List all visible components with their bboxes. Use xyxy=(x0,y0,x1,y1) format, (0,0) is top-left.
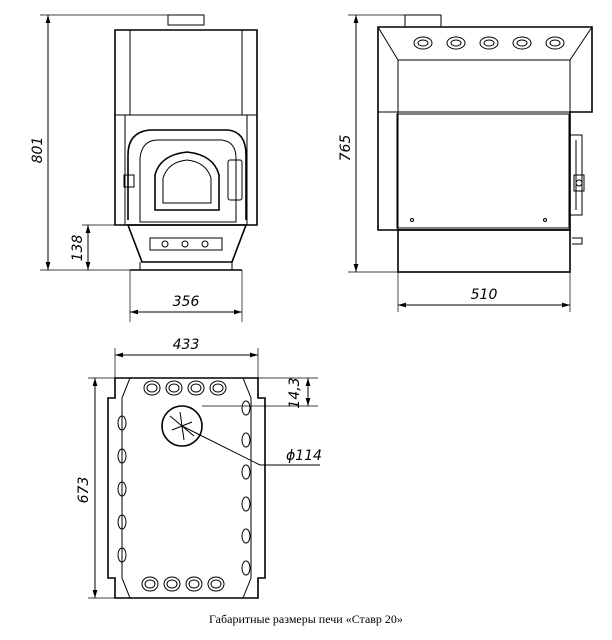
drawing-caption: Габаритные размеры печи «Ставр 20» xyxy=(209,612,403,626)
side-height-label: 765 xyxy=(338,135,354,162)
top-width-label: 433 xyxy=(173,337,200,353)
top-holes-right xyxy=(241,400,251,576)
side-holes xyxy=(413,36,565,50)
top-holes-front xyxy=(143,380,227,396)
top-holes-back xyxy=(141,576,225,592)
flue-circle xyxy=(161,405,203,447)
front-dimensions: 801 138 356 xyxy=(30,14,243,322)
top-offset-label: 14,3 xyxy=(287,377,303,408)
top-dimensions: 433 673 14,3 ϕ114 xyxy=(76,337,322,599)
top-depth-label: 673 xyxy=(76,477,92,504)
side-view xyxy=(377,14,593,273)
top-view xyxy=(107,377,266,599)
side-depth-label: 510 xyxy=(471,287,498,303)
front-height-label: 801 xyxy=(30,137,46,164)
top-holes-left xyxy=(117,415,127,563)
front-view xyxy=(114,14,258,271)
side-dimensions: 765 510 xyxy=(338,14,571,312)
flue-diameter-label: ϕ114 xyxy=(286,448,322,464)
front-width-label: 356 xyxy=(173,294,200,310)
front-base-height-label: 138 xyxy=(70,235,86,262)
